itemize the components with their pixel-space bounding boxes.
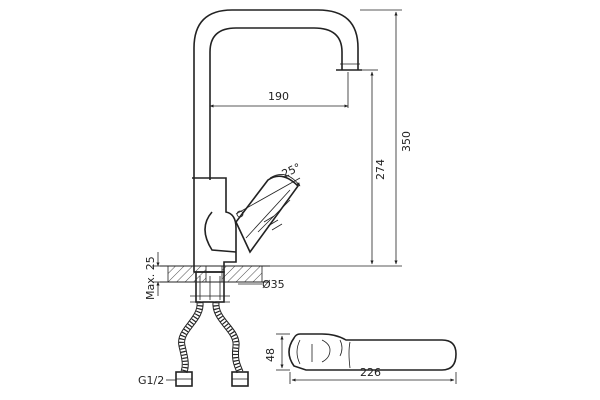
dimension-lines	[152, 9, 402, 381]
label-total-height: 350	[400, 131, 413, 152]
label-deck-thickness: Max. 25	[144, 256, 157, 300]
label-handle-height: 48	[264, 348, 277, 362]
handle-top-outline	[288, 333, 457, 371]
label-hose-thread: G1/2	[138, 374, 164, 387]
label-handle-angle: 25°	[280, 161, 303, 181]
countertop-section	[160, 265, 270, 303]
label-spout-height: 274	[374, 159, 387, 180]
handle-angle-arc	[269, 174, 301, 187]
label-hole-diameter: Ø35	[262, 278, 285, 291]
flexible-hoses	[175, 301, 249, 387]
spout-inner-outline	[209, 27, 343, 180]
label-handle-length: 226	[360, 366, 381, 379]
label-spout-reach: 190	[268, 90, 289, 103]
spout-outline	[193, 9, 359, 178]
faucet-body	[192, 177, 237, 273]
handle-lever	[235, 175, 300, 254]
faucet-side-view	[192, 9, 362, 273]
handle-top-view	[276, 333, 457, 384]
